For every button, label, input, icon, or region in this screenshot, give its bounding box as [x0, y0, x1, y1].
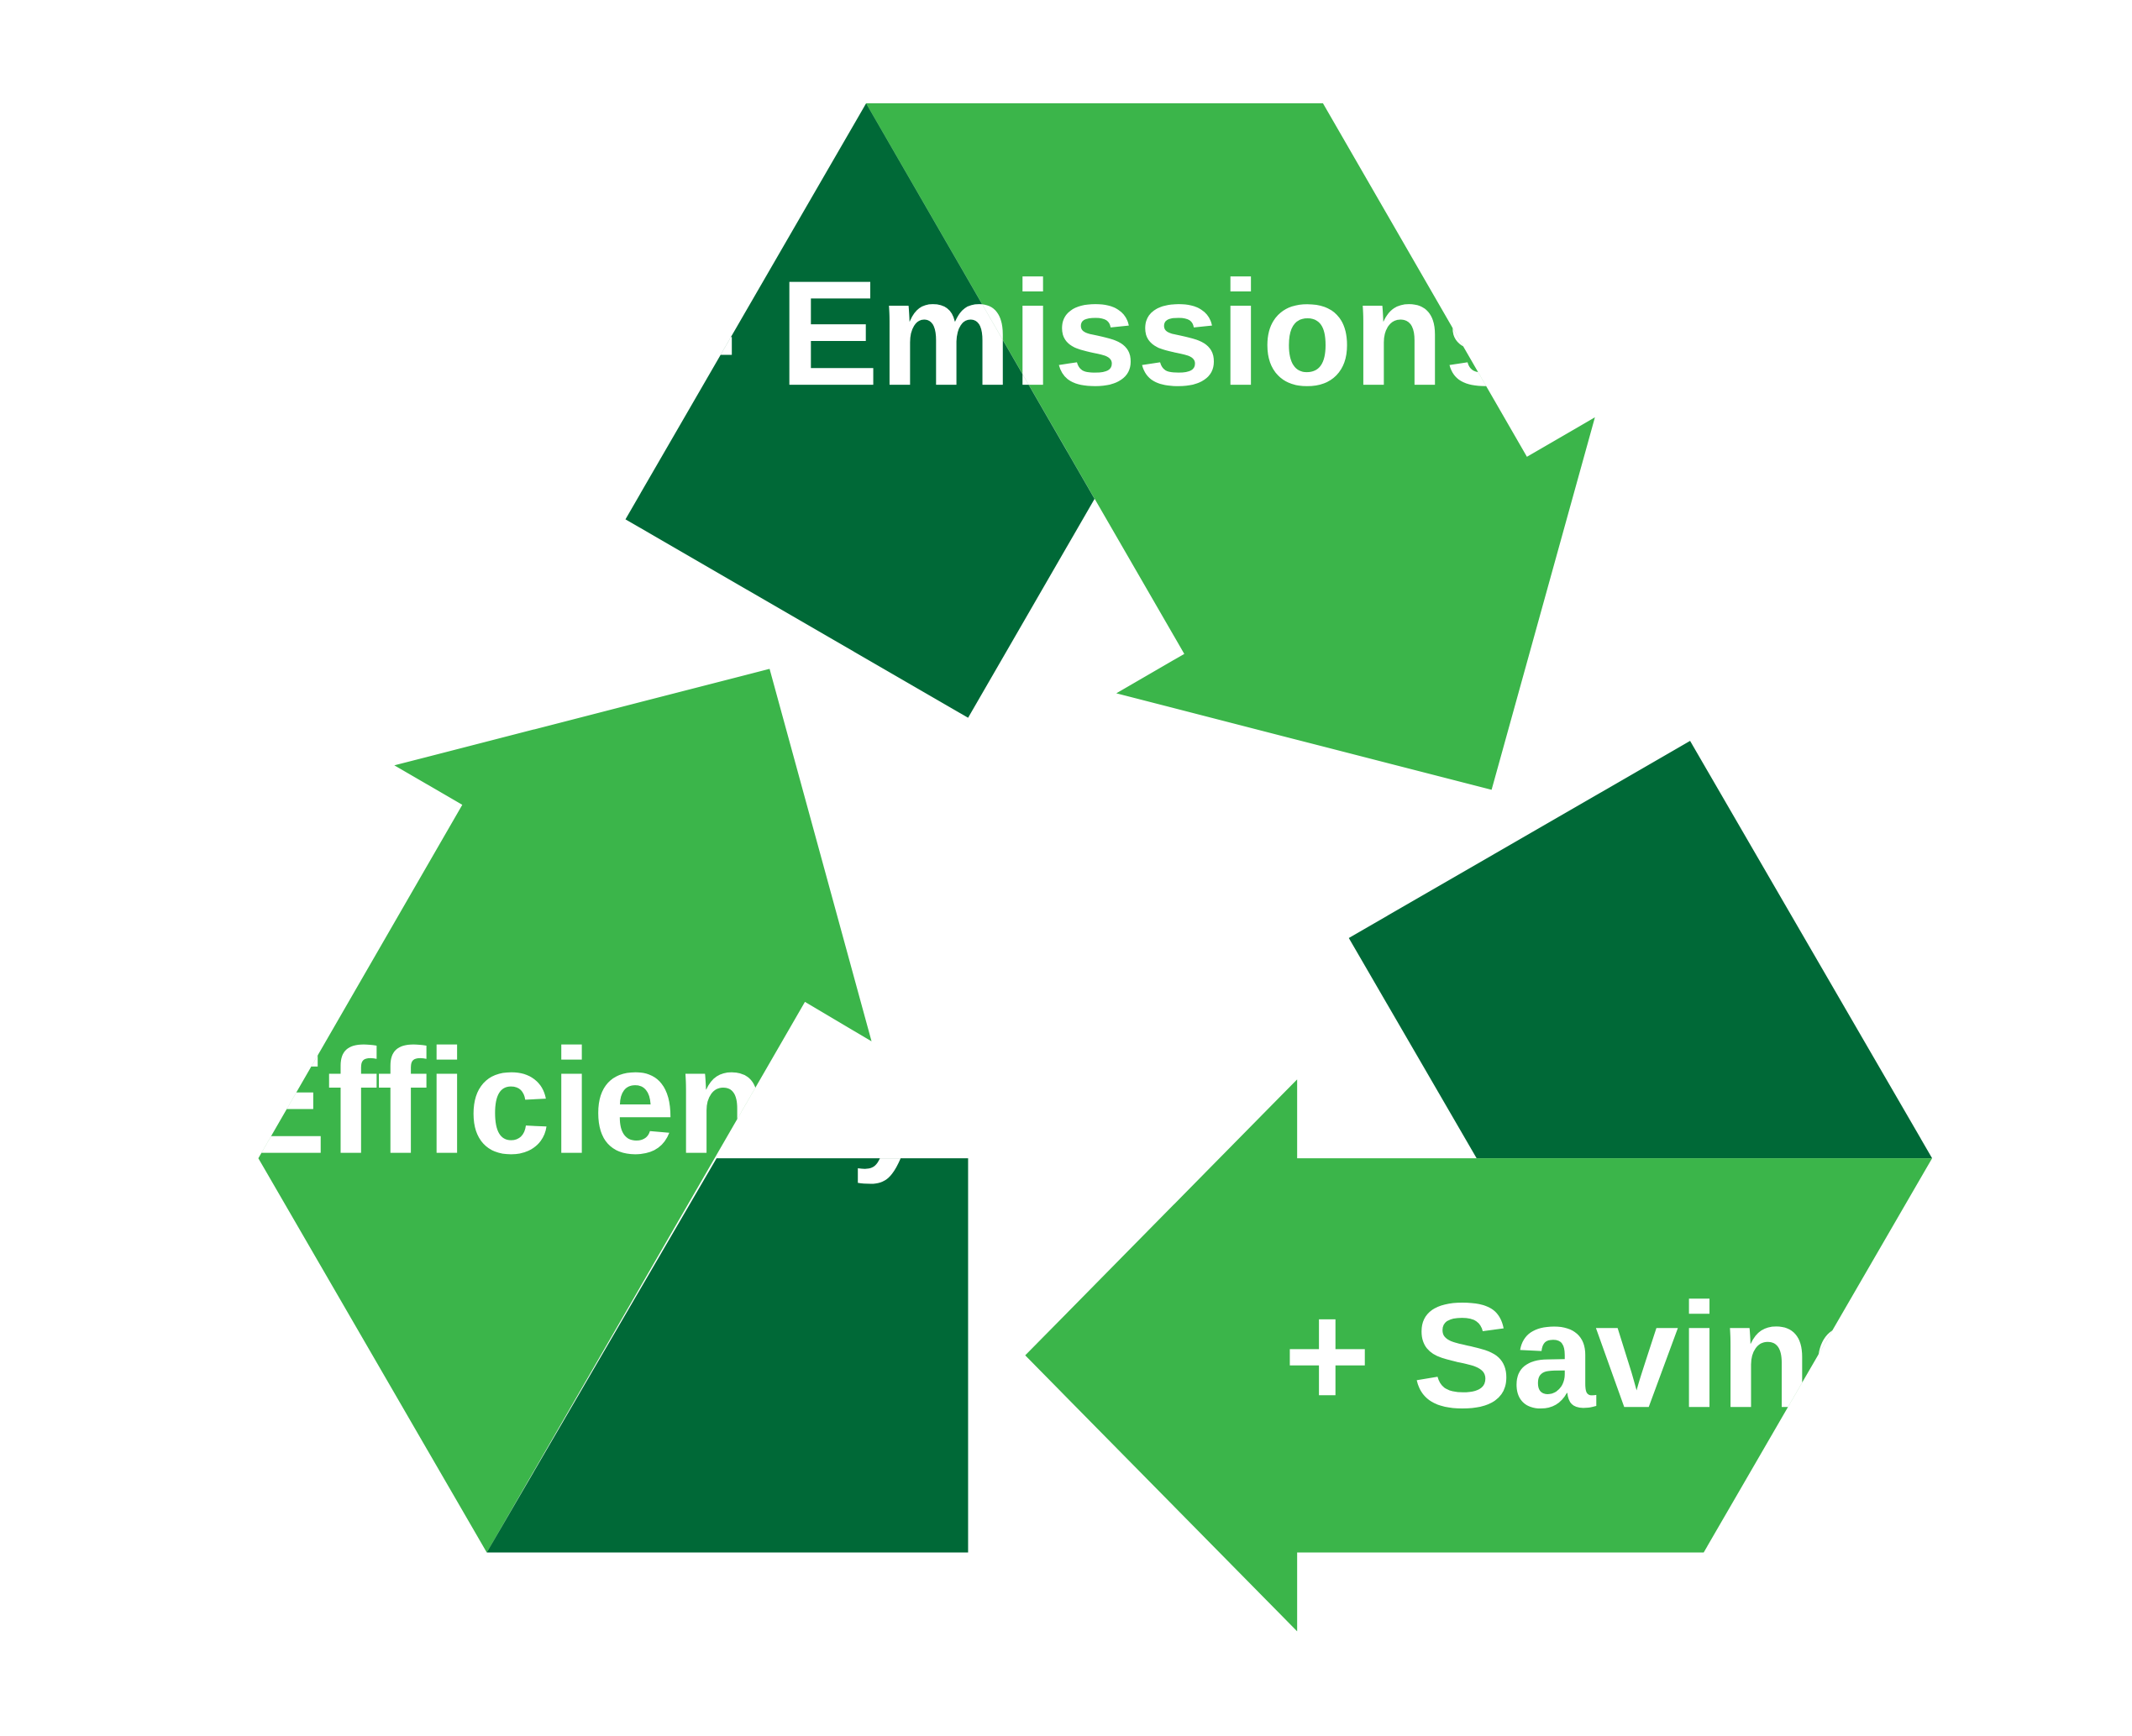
right-segment	[1025, 741, 1933, 1632]
left-segment	[258, 669, 969, 1553]
top-segment	[625, 103, 1595, 790]
left-arrow	[258, 669, 872, 1553]
right-dark-band	[1348, 741, 1933, 1159]
emissions-label: - Emissions	[688, 249, 1527, 417]
top-dark-band	[625, 103, 1095, 718]
savings-label: + Savings	[1284, 1272, 1986, 1439]
efficiency-label: + Efficiency	[98, 1018, 933, 1185]
top-arrow	[866, 103, 1595, 790]
bottom-arrow	[1025, 1079, 1933, 1632]
left-dark-band	[486, 1158, 969, 1553]
